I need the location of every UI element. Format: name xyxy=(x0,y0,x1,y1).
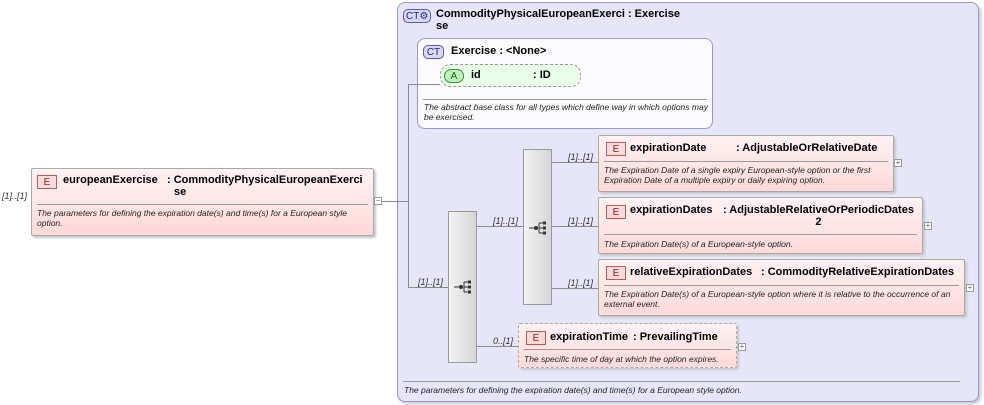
element-doc: The specific time of day at which the op… xyxy=(524,354,719,364)
connector-child-2 xyxy=(552,226,598,227)
element-badge: E xyxy=(606,142,626,156)
element-type: : PrevailingTime xyxy=(633,331,718,343)
element-card-expiration-time[interactable]: E expirationTime : PrevailingTime The sp… xyxy=(518,323,737,368)
root-element-card[interactable]: E europeanExercise : CommodityPhysicalEu… xyxy=(31,168,374,236)
child-occurrence: [1]..[1] xyxy=(568,216,594,226)
attribute-type: : ID xyxy=(533,69,551,81)
root-collapse-toggle[interactable]: − xyxy=(374,196,382,205)
element-name: expirationDate xyxy=(630,142,707,154)
element-separator xyxy=(604,161,888,162)
connector-child-3 xyxy=(552,288,598,289)
inner-sequence-compositor[interactable] xyxy=(523,149,552,305)
expand-toggle[interactable]: + xyxy=(924,221,932,230)
element-doc: The Expiration Date(s) of a European-sty… xyxy=(604,239,793,249)
element-doc: The Expiration Date(s) of a European-sty… xyxy=(604,289,951,309)
child-occurrence: [1]..[1] xyxy=(568,278,594,288)
element-separator xyxy=(524,349,731,350)
root-element-type: : CommodityPhysicalEuropeanExerci se xyxy=(167,174,363,198)
complex-type-separator xyxy=(403,381,960,382)
expand-toggle[interactable]: + xyxy=(738,342,746,351)
element-badge: E xyxy=(606,266,626,280)
outer-sequence-compositor[interactable] xyxy=(448,211,477,363)
root-element-badge: E xyxy=(37,175,57,189)
sequence-icon xyxy=(529,221,546,235)
inner-sequence-occurrence: [1]..[1] xyxy=(493,216,519,226)
element-doc: The Expiration Date of a single expiry E… xyxy=(604,165,871,185)
attribute-name: id xyxy=(471,69,481,81)
element-card-expiration-dates[interactable]: E expirationDates : AdjustableRelativeOr… xyxy=(598,197,923,254)
connector-child-1 xyxy=(552,162,598,163)
complex-type-badge: CT⚙ xyxy=(403,9,432,23)
element-separator xyxy=(604,234,917,235)
element-card-relative-expiration-dates[interactable]: E relativeExpirationDates : CommodityRel… xyxy=(598,259,965,316)
base-type-doc: The abstract base class for all types wh… xyxy=(424,102,708,122)
element-type: : AdjustableOrRelativeDate xyxy=(736,142,878,154)
element-card-expiration-date[interactable]: E expirationDate : AdjustableOrRelativeD… xyxy=(598,135,894,192)
root-element-doc: The parameters for defining the expirati… xyxy=(37,208,347,228)
base-type-separator xyxy=(423,99,707,100)
complex-type-title: CommodityPhysicalEuropeanExerci : Exerci… xyxy=(436,8,680,32)
element-name: expirationTime xyxy=(550,331,629,343)
element-separator xyxy=(604,285,959,286)
base-type-box: CT Exercise : <None> A id : ID The abstr… xyxy=(417,38,713,129)
connector-trunk xyxy=(408,84,409,287)
element-type: : AdjustableRelativeOrPeriodicDates 2 xyxy=(723,204,914,228)
base-type-badge: CT xyxy=(423,45,444,59)
child-occurrence: [1]..[1] xyxy=(568,152,594,162)
expand-toggle[interactable]: + xyxy=(894,158,902,167)
element-name: relativeExpirationDates xyxy=(630,266,753,278)
connector-outer-seq xyxy=(408,287,448,288)
sequence-icon xyxy=(454,280,471,294)
base-type-title: Exercise : <None> xyxy=(451,45,547,57)
expand-toggle[interactable]: + xyxy=(966,283,974,292)
connector-outer-inner xyxy=(477,226,524,227)
element-badge: E xyxy=(606,205,626,219)
outer-sequence-occurrence: [1]..[1] xyxy=(418,277,444,287)
root-element-separator xyxy=(37,204,368,205)
attribute-box[interactable]: A id : ID xyxy=(440,64,581,87)
root-occurrence: [1]..[1] xyxy=(2,191,28,201)
element-badge: E xyxy=(526,331,546,345)
element-name: expirationDates xyxy=(630,204,713,216)
connector-attribute xyxy=(408,84,440,85)
complex-type-doc: The parameters for defining the expirati… xyxy=(404,385,742,395)
root-element-name: europeanExercise xyxy=(63,174,158,186)
element-type: : CommodityRelativeExpirationDates xyxy=(761,266,955,278)
child-occurrence: 0..[1] xyxy=(493,336,514,346)
connector-outer-time xyxy=(477,346,518,347)
attribute-badge: A xyxy=(444,69,464,83)
connector-root xyxy=(382,201,408,202)
